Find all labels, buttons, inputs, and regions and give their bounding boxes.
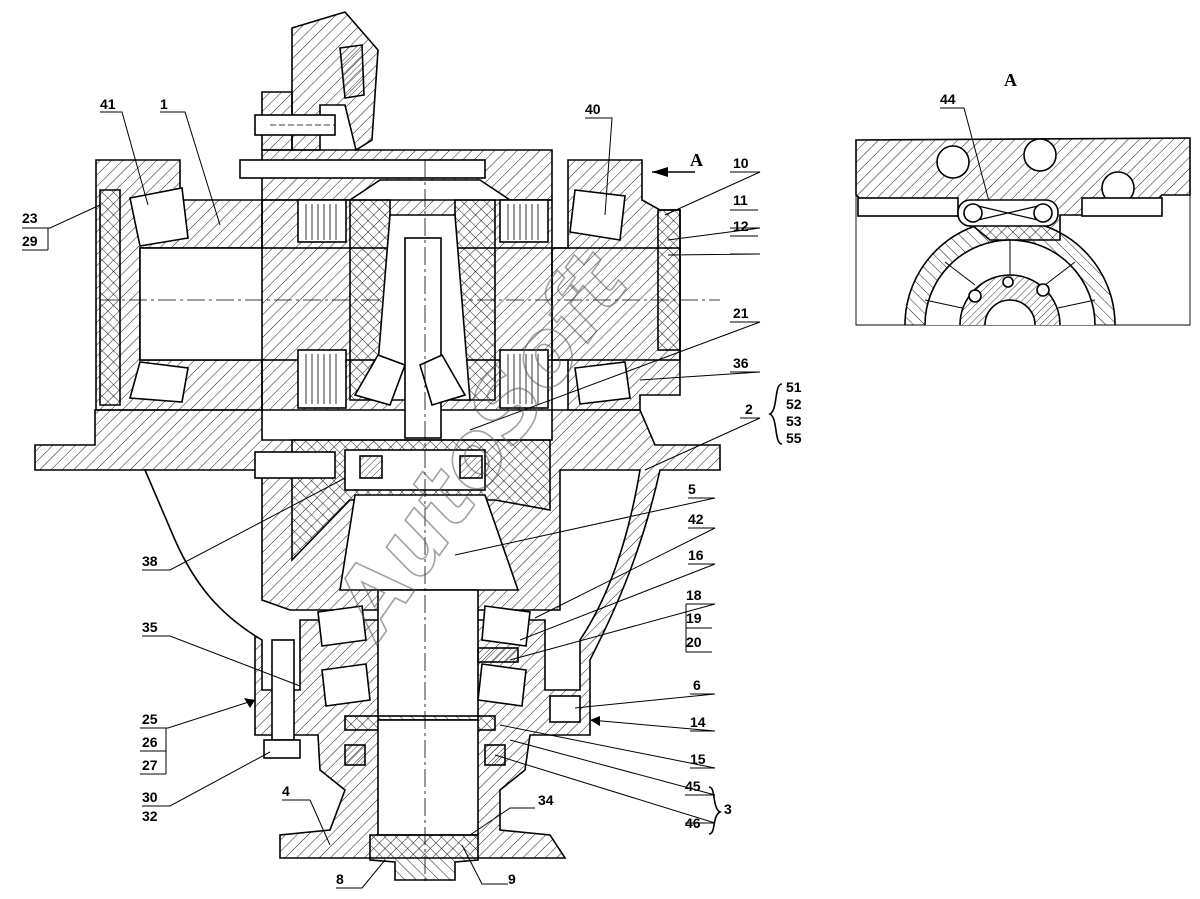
callout-12: 12 — [733, 218, 749, 234]
callout-51: 51 — [786, 379, 802, 395]
callout-32: 32 — [142, 808, 158, 824]
pinion-bearing-upper-right — [481, 605, 531, 647]
callout-30: 30 — [142, 789, 158, 805]
planet-gear-lower-left — [353, 354, 407, 406]
roller-right — [459, 455, 483, 479]
main-section-view — [34, 11, 721, 885]
flange-stud — [271, 639, 295, 741]
detail-gear-bore — [984, 299, 1036, 326]
detail-view-title: A — [1004, 70, 1017, 90]
pinion-bearing-lower-left — [321, 663, 371, 707]
brace-45-46 — [708, 786, 722, 835]
callout-25: 25 — [142, 711, 158, 727]
plug-6 — [549, 695, 581, 723]
roller-left — [359, 455, 383, 479]
callout-46: 46 — [685, 815, 701, 831]
callout-44: 44 — [940, 91, 956, 107]
callout-18: 18 — [686, 587, 702, 603]
callout-10: 10 — [733, 155, 749, 171]
callout-1: 1 — [160, 96, 168, 112]
callout-14: 14 — [690, 714, 706, 730]
detail-lock-wire — [977, 205, 1039, 221]
arrow-26 — [244, 698, 255, 708]
detail-small-hole-1 — [968, 289, 982, 303]
callout-41: 41 — [100, 96, 116, 112]
callout-34: 34 — [538, 792, 554, 808]
pinion-bearing-upper-left — [317, 605, 367, 647]
callout-45: 45 — [685, 778, 701, 794]
callout-8: 8 — [336, 871, 344, 887]
flange-shaft — [377, 719, 479, 836]
long-bolt — [239, 159, 486, 179]
cross-shaft — [404, 237, 442, 439]
drive-pinion-head — [339, 494, 520, 591]
left-cap — [99, 189, 121, 406]
detail-lock-bolt-left — [963, 203, 983, 223]
callout-36: 36 — [733, 355, 749, 371]
label-rules — [22, 171, 758, 807]
left-bearing-upper — [129, 187, 189, 247]
callout-labels: 41 1 23 29 40 10 11 12 21 36 51 52 53 55… — [22, 96, 802, 887]
detail-bar-right — [1081, 197, 1163, 217]
detail-hole-2 — [1023, 138, 1057, 172]
right-bearing-upper — [569, 189, 626, 241]
clutch-plates — [305, 204, 539, 404]
callout-3: 3 — [724, 801, 732, 817]
callout-23: 23 — [22, 210, 38, 226]
callout-29: 29 — [22, 233, 38, 249]
callout-53: 53 — [786, 413, 802, 429]
callout-27: 27 — [142, 757, 158, 773]
callout-9: 9 — [508, 871, 516, 887]
housing-cavity — [143, 469, 641, 691]
bolt-middle — [254, 451, 336, 479]
detail-small-hole-3 — [1002, 276, 1014, 288]
spacer-ring — [477, 647, 519, 663]
callout-16: 16 — [688, 547, 704, 563]
callout-26: 26 — [142, 734, 158, 750]
arrow-14 — [590, 716, 600, 726]
detail-small-hole-2 — [1036, 283, 1050, 297]
callout-21: 21 — [733, 305, 749, 321]
left-bearing-lower — [128, 361, 189, 403]
callout-42: 42 — [688, 511, 704, 527]
callout-52: 52 — [786, 396, 802, 412]
clutch-pack-left-bottom — [297, 349, 347, 409]
view-a-arrow-label: A — [690, 150, 703, 170]
callout-2: 2 — [745, 401, 753, 417]
detail-lock-bolt-right — [1033, 203, 1053, 223]
callout-55: 55 — [786, 430, 802, 446]
callout-11: 11 — [733, 192, 748, 208]
flange-nut — [369, 834, 479, 881]
detail-spokes — [924, 240, 1096, 309]
callout-38: 38 — [142, 553, 158, 569]
callout-35: 35 — [142, 619, 158, 635]
detail-view-a: A 44 — [855, 70, 1191, 326]
planet-gear-lower-right — [419, 353, 467, 406]
detail-bar-left — [857, 197, 959, 217]
callout-19: 19 — [686, 610, 702, 626]
right-retainer — [657, 209, 681, 351]
callout-15: 15 — [690, 751, 706, 767]
bolt-upper — [254, 114, 336, 136]
upper-bracket-slot — [339, 44, 365, 99]
pinion-bearing-lower-right — [477, 663, 527, 707]
clutch-pack-left-top — [297, 199, 347, 243]
detail-hole-1 — [936, 145, 970, 179]
view-arrow — [652, 167, 668, 177]
clutch-pack-right-top — [499, 199, 549, 243]
callout-5: 5 — [688, 481, 696, 497]
seal-left — [344, 744, 366, 766]
callout-20: 20 — [686, 634, 702, 650]
right-bearing-lower — [574, 361, 631, 405]
brace-51-55 — [768, 383, 783, 445]
callout-4: 4 — [282, 783, 290, 799]
callout-40: 40 — [585, 101, 601, 117]
flange-nut-bottom — [263, 739, 301, 759]
callout-6: 6 — [693, 677, 701, 693]
